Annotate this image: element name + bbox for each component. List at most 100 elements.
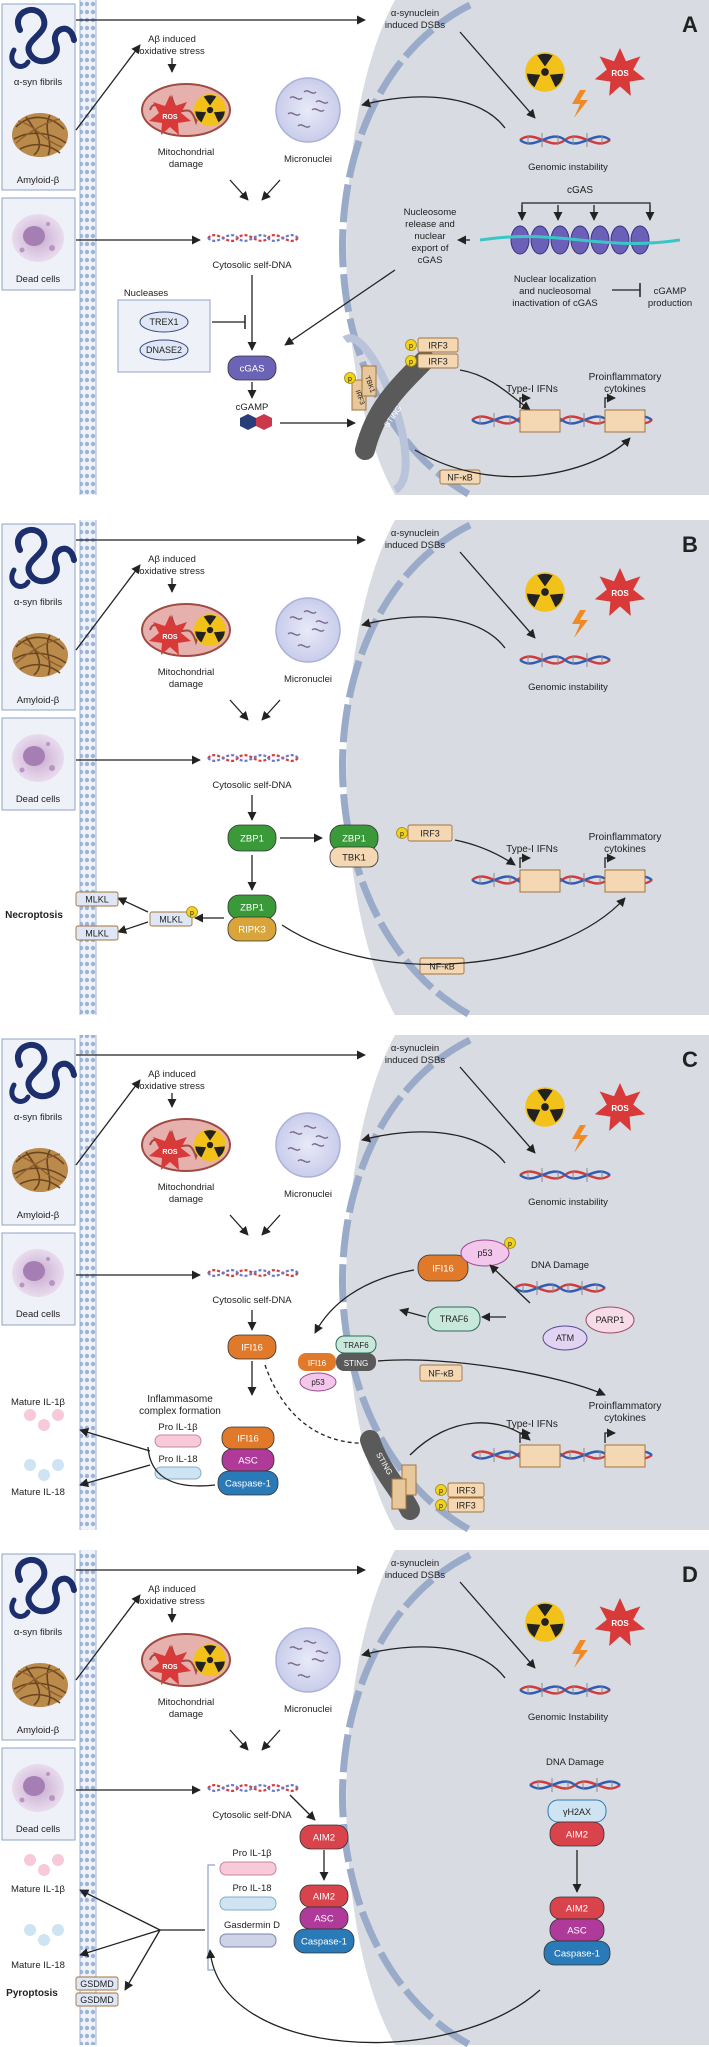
nfkb-box-shape xyxy=(419,1364,463,1382)
il1b-dot xyxy=(24,1409,36,1421)
gene-box xyxy=(519,409,561,433)
trex1-label: TREX1 xyxy=(149,317,178,327)
phospho-badge: p xyxy=(405,339,417,351)
aim2-protein: AIM2 xyxy=(549,1821,605,1847)
dna-damage-label: DNA Damage xyxy=(531,1260,589,1271)
gasdermin-shape xyxy=(219,1933,277,1948)
amyloid-icon xyxy=(11,1147,69,1193)
irf3-box-shape xyxy=(417,337,459,353)
mito-label: damage xyxy=(169,679,203,690)
cgas-protein: cGAS xyxy=(227,355,277,381)
asyn-dsb-label: induced DSBs xyxy=(385,1570,445,1581)
arrow xyxy=(124,1929,161,1991)
mlkl-box: MLKL xyxy=(75,891,119,907)
tbk1-protein-label: TBK1 xyxy=(342,853,366,864)
arrow xyxy=(361,96,506,129)
mito-label: Mitochondrial xyxy=(158,147,215,158)
aim2-protein: AIM2 xyxy=(299,1824,349,1850)
asyn-label: α-syn fibrils xyxy=(14,597,62,608)
gsdmd-box: GSDMD xyxy=(75,1976,119,1991)
micronucleus-icon xyxy=(275,1112,341,1178)
nucleosome xyxy=(530,225,550,255)
nuclear-envelope xyxy=(339,1551,472,2047)
amyloid-icon xyxy=(11,1662,69,1708)
irf3-box: IRF3 xyxy=(447,1482,485,1498)
atm-shape xyxy=(542,1325,588,1351)
label: cGAMP xyxy=(654,286,687,297)
irf3-bound xyxy=(391,1478,407,1510)
phospho-badge: p xyxy=(504,1237,516,1249)
label: IFI16 xyxy=(308,1359,327,1368)
arrow xyxy=(604,853,616,868)
irf3-box-shape xyxy=(447,1482,485,1498)
irf3-box-label: IRF3 xyxy=(428,341,448,351)
ifi16-protein-label: IFI16 xyxy=(237,1434,259,1445)
pro-il1b-label: Pro IL-1β xyxy=(158,1422,198,1433)
self-dna-icon xyxy=(206,234,300,242)
irf3-box-shape xyxy=(417,353,459,369)
label: Nucleosome xyxy=(404,207,457,218)
gsdmd-box: GSDMD xyxy=(75,1992,119,2007)
irf3-box-label: IRF3 xyxy=(456,1501,476,1511)
ifi16-protein: IFI16 xyxy=(417,1254,469,1282)
il1b-dot xyxy=(38,1419,50,1431)
arrow xyxy=(604,1428,616,1443)
gene-box xyxy=(604,409,646,433)
nfkb-box-label: NF-κB xyxy=(429,962,455,972)
arrow xyxy=(261,1214,281,1236)
phospho-circle xyxy=(504,1237,516,1249)
nfkb-box-label: NF-κB xyxy=(428,1369,454,1379)
tbk1-protein-shape xyxy=(329,846,379,868)
asc-protein: ASC xyxy=(221,1448,275,1472)
self-dna-icon xyxy=(206,754,300,762)
cytokines-label: cytokines xyxy=(604,384,646,395)
radiation-icon xyxy=(525,52,565,92)
il18-dot xyxy=(52,1924,64,1936)
cgamp-hex xyxy=(256,414,272,430)
il1b-dot xyxy=(52,1409,64,1421)
arrow xyxy=(229,179,249,201)
mlkl-box-label: MLKL xyxy=(159,915,183,925)
il18-dot xyxy=(24,1459,36,1471)
caspase1-protein-shape xyxy=(293,1928,355,1954)
label: release and xyxy=(405,219,455,230)
caspase1-protein-label: Caspase-1 xyxy=(554,1949,600,1960)
il1b-dot xyxy=(52,1854,64,1866)
phospho-badge: p xyxy=(435,1499,447,1511)
nfkb-box: NF-κB xyxy=(419,957,465,975)
phospho-circle xyxy=(186,906,198,918)
arrow xyxy=(147,1446,216,1487)
radiation-icon xyxy=(525,572,565,612)
irf3-box: IRF3 xyxy=(417,337,459,353)
amyloid-label: Amyloid-β xyxy=(17,1725,60,1736)
nfkb-box-label: NF-κB xyxy=(447,473,473,483)
arrow xyxy=(284,269,396,346)
label: and nucleosomal xyxy=(519,286,591,297)
label: inactivation of cGAS xyxy=(512,298,598,309)
ifi16-protein-shape xyxy=(417,1254,469,1282)
arrow xyxy=(414,437,631,478)
mlkl-box-shape xyxy=(75,891,119,907)
asc-protein-label: ASC xyxy=(238,1456,258,1467)
nucleases-box xyxy=(117,299,211,373)
arrow xyxy=(261,179,281,201)
cgas-protein-shape xyxy=(227,355,277,381)
cytokines-label: Proinflammatory xyxy=(589,1401,662,1412)
phospho-label: p xyxy=(348,376,352,383)
mito-label: Mitochondrial xyxy=(158,1697,215,1708)
nucleosome-dna xyxy=(479,235,681,245)
arrow xyxy=(454,839,516,866)
type-i-ifn-label: Type-I IFNs xyxy=(506,1419,558,1430)
abeta-stress-label: Aβ induced xyxy=(148,554,196,565)
ros-label: ROS xyxy=(611,69,629,78)
radiation-icon xyxy=(193,613,227,647)
amyloid-label: Amyloid-β xyxy=(17,695,60,706)
arrow xyxy=(489,1264,531,1304)
traf6-small xyxy=(335,1335,377,1354)
mito-label: Mitochondrial xyxy=(158,1182,215,1193)
zbp1-protein-label: ZBP1 xyxy=(240,903,264,914)
amyloid-icon xyxy=(11,112,69,158)
